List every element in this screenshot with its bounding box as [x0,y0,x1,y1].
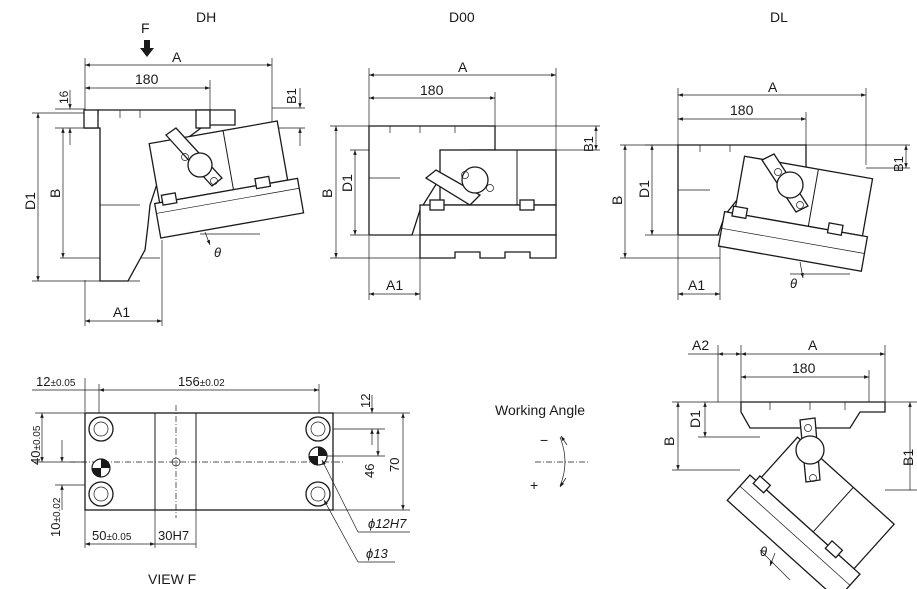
view-bottom-right: A2 A 180 D1 B B1 [661,337,917,589]
force-arrow-icon [140,40,154,57]
br-dim-a: A [808,337,818,353]
dh-dim-b1: B1 [284,88,299,104]
br-dim-b: B [661,437,677,446]
d00-dim-b1: B1 [581,136,596,152]
pin-hole-icon [91,458,111,478]
dh-dim-d1: D1 [22,192,38,210]
viewf-caption: VIEW F [148,571,196,587]
dl-dim-a: A [768,79,778,95]
view-f: 12±0.05 156±0.02 12 [28,374,410,587]
d00-dim-a: A [458,59,468,75]
view-dh: DH F A 180 16 B1 D1 B [22,9,305,326]
viewf-hole-12h7: ϕ12H7 [368,516,407,531]
dh-dim-180: 180 [135,71,159,87]
dh-dim-a1: A1 [113,304,130,320]
dl-dim-b: B [609,196,625,205]
d00-dim-b: B [319,189,335,198]
br-dim-a2: A2 [692,337,709,353]
viewf-dim-12v: 12 [358,394,373,408]
dh-dim-16: 16 [57,90,71,104]
viewf-dim-50: 50±0.05 [92,528,132,543]
force-label: F [141,20,150,36]
angle-minus: − [540,432,548,448]
dh-dim-a: A [172,49,182,65]
viewf-dim-10: 10±0.02 [48,497,63,537]
angle-plus: + [530,477,538,493]
viewf-dim-40: 40±0.05 [28,425,43,465]
working-angle: Working Angle − + [495,402,590,493]
viewf-dim-46: 46 [362,464,377,478]
dl-dim-d1: D1 [636,180,652,198]
dl-dim-180: 180 [730,102,754,118]
viewf-dim-156: 156±0.02 [178,374,225,389]
viewf-dim-12: 12±0.05 [36,374,76,389]
dh-dim-b: B [47,189,63,198]
dl-dim-a1: A1 [688,277,705,293]
dh-theta: θ [214,245,221,260]
view-dl: DL A 180 B1 B D1 A1 [609,9,910,300]
viewf-dim-30: 30H7 [158,528,189,543]
d00-dim-a1: A1 [386,277,403,293]
viewf-dim-70: 70 [387,458,402,472]
br-dim-b1-partial: B1 [900,449,916,466]
br-dim-180: 180 [792,360,816,376]
pin-hole-icon [308,446,328,466]
view-dh-title: DH [196,9,216,25]
working-angle-title: Working Angle [495,402,585,418]
d00-dim-180: 180 [420,82,444,98]
dl-dim-b1: B1 [891,156,906,172]
d00-dim-d1: D1 [339,174,355,192]
viewf-hole-13: ϕ13 [366,546,388,561]
dl-theta: θ [790,276,797,291]
view-d00: D00 A 180 B1 B D1 A1 [319,9,600,300]
br-dim-d1: D1 [687,410,703,428]
br-theta: θ [760,544,767,559]
view-dl-title: DL [770,9,788,25]
view-d00-title: D00 [449,9,475,25]
